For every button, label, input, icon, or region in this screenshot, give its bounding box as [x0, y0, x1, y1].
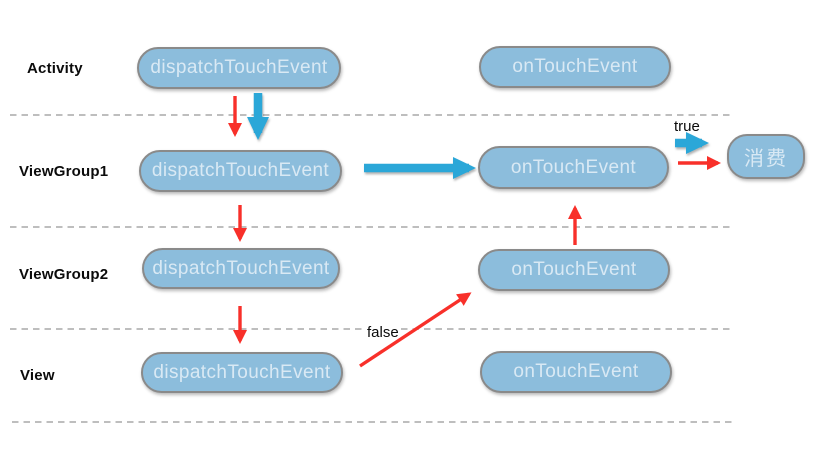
- edge-label-false: false: [365, 324, 401, 341]
- row-label-viewgroup2: ViewGroup2: [19, 266, 109, 283]
- node-viewgroup2-ontouchevent: onTouchEvent: [478, 249, 670, 291]
- row-label-view: View: [20, 367, 55, 384]
- node-viewgroup2-dispatchtouchevent: dispatchTouchEvent: [142, 248, 340, 289]
- node-view-dispatchtouchevent: dispatchTouchEvent: [141, 352, 343, 393]
- row-label-viewgroup1: ViewGroup1: [19, 163, 109, 180]
- node-view-ontouchevent: onTouchEvent: [480, 351, 672, 393]
- node-activity-dispatchtouchevent: dispatchTouchEvent: [137, 47, 341, 89]
- node-viewgroup1-dispatchtouchevent: dispatchTouchEvent: [139, 150, 342, 192]
- node-consume: 消费: [727, 134, 805, 179]
- node-activity-ontouchevent: onTouchEvent: [479, 46, 671, 88]
- edge-label-true: true: [672, 118, 702, 135]
- node-viewgroup1-ontouchevent: onTouchEvent: [478, 146, 669, 189]
- row-label-activity: Activity: [27, 60, 83, 77]
